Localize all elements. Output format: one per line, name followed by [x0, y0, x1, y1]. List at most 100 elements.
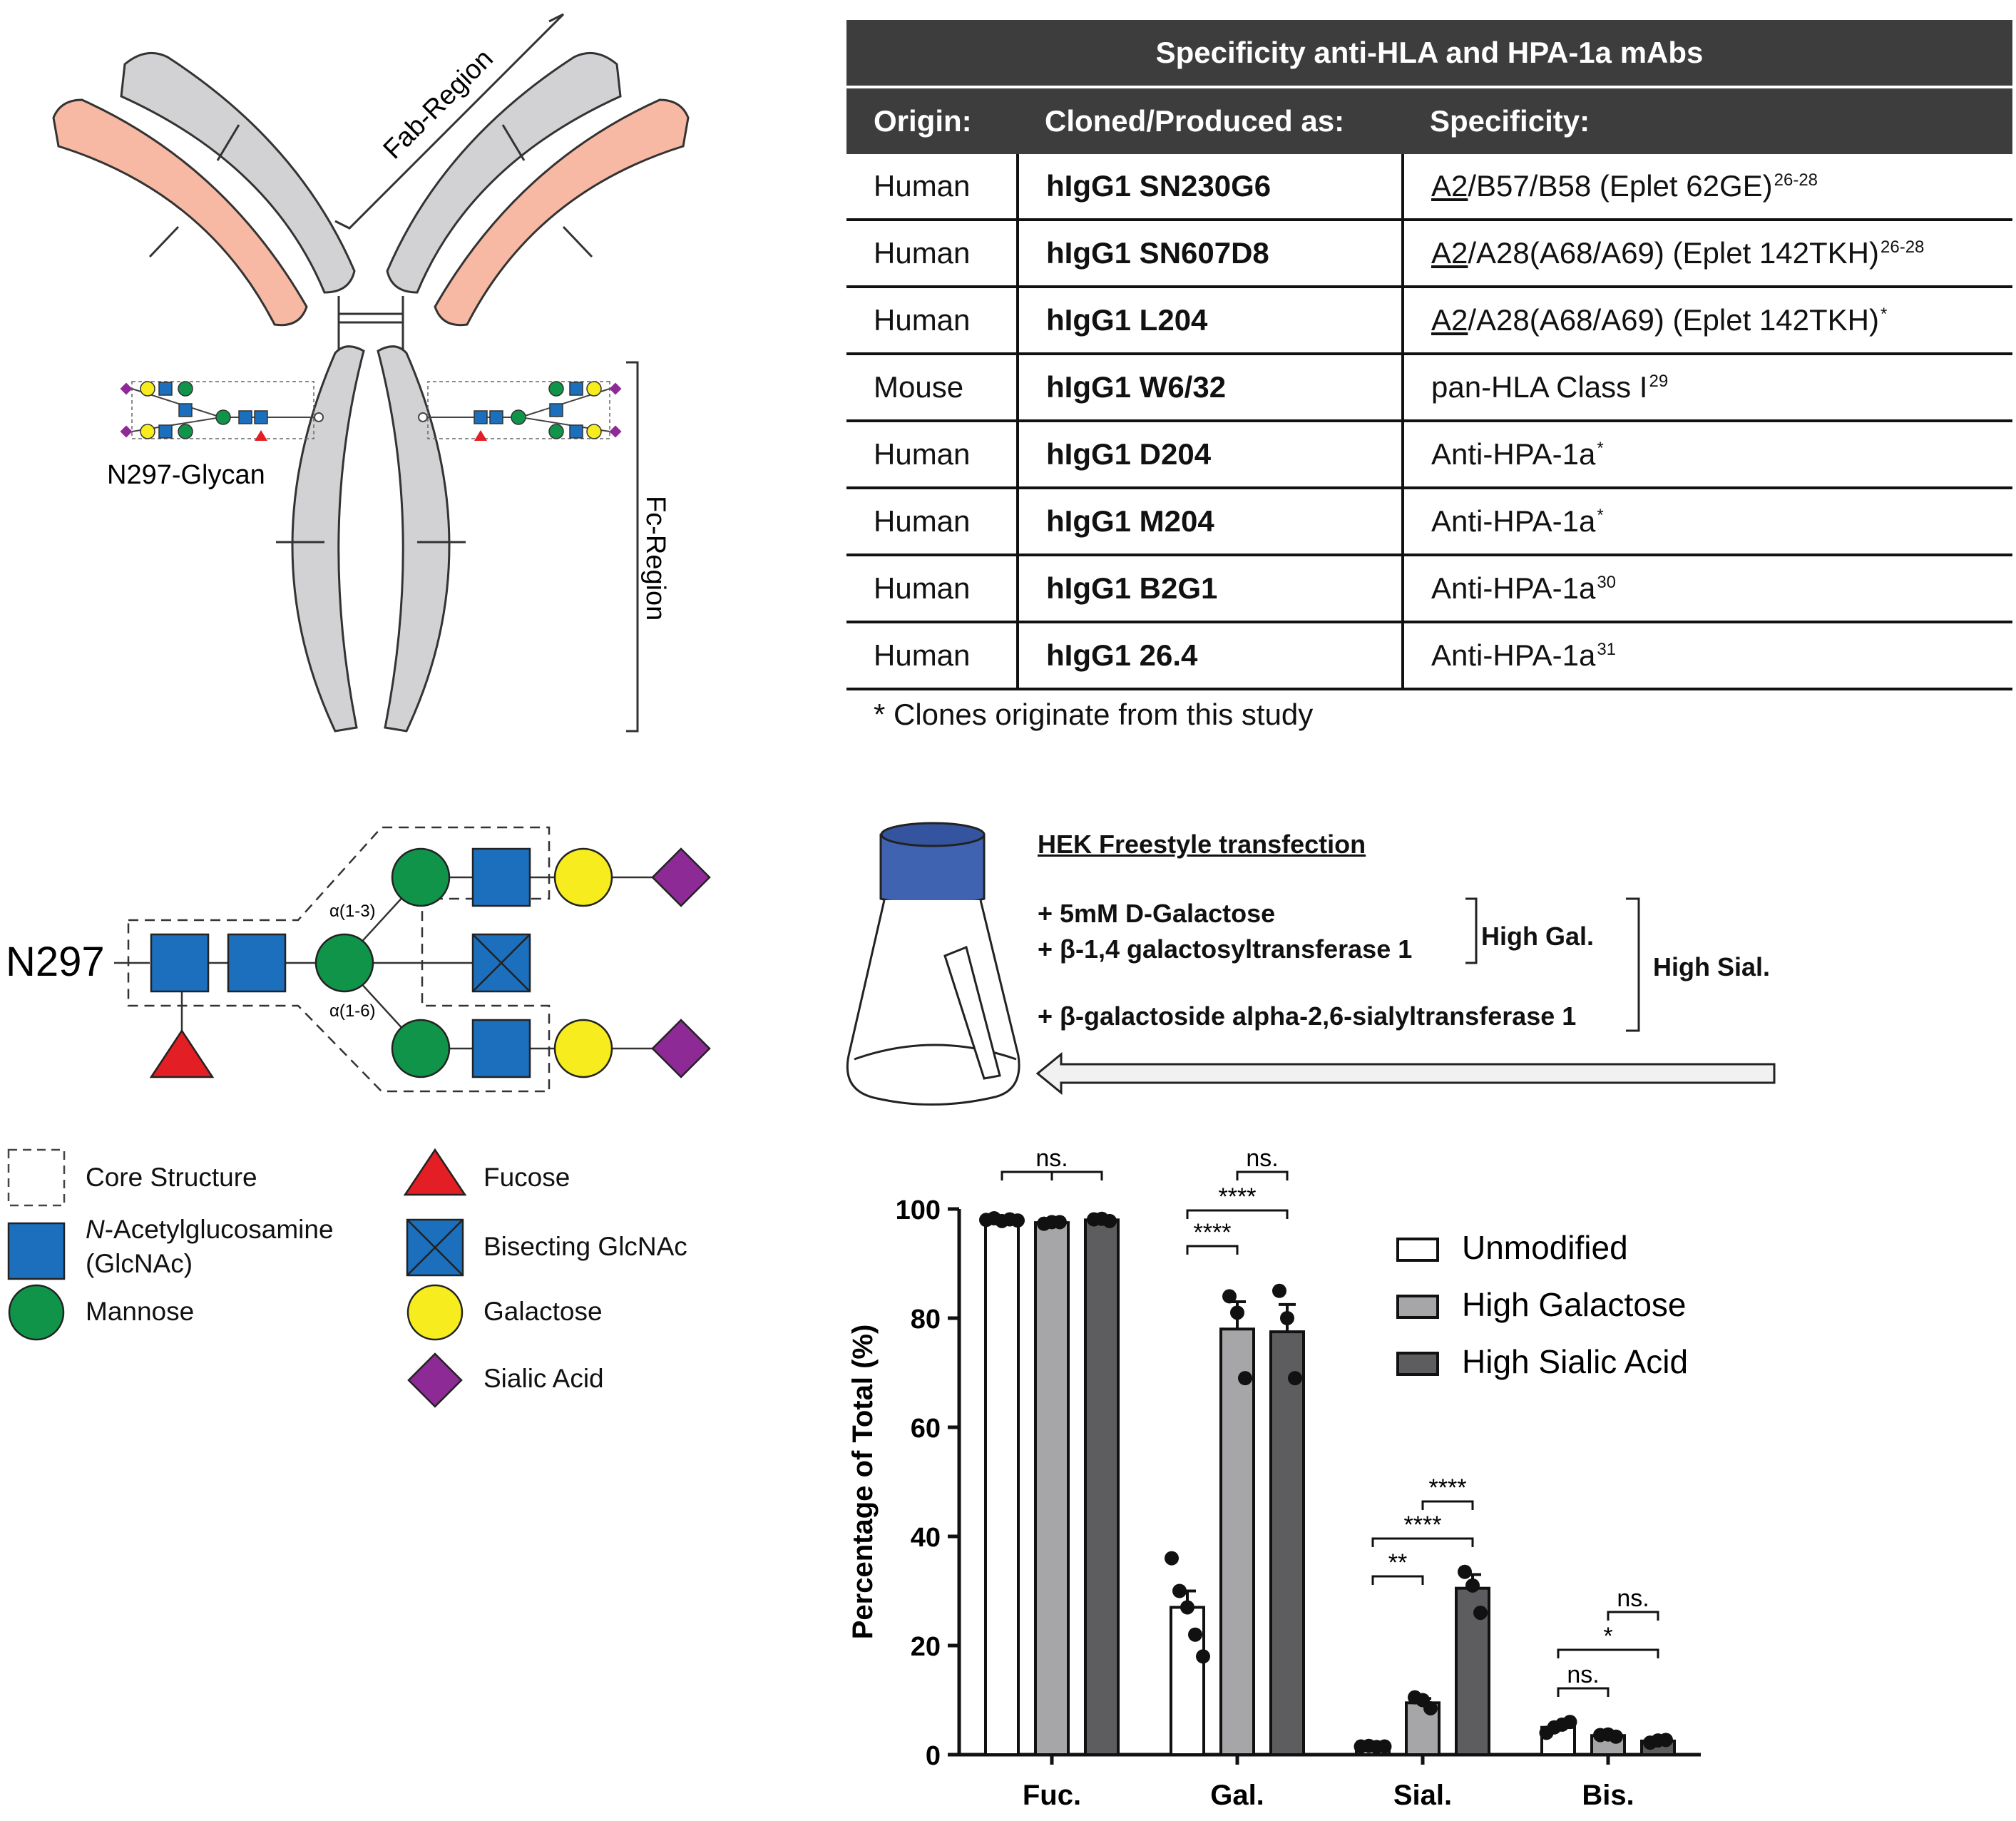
data-point	[1272, 1283, 1286, 1298]
reference-superscript: 26-28	[1881, 238, 1925, 257]
x-tick-label: Bis.	[1582, 1780, 1634, 1811]
sialic-acid-icon	[651, 1019, 711, 1078]
data-point	[1562, 1715, 1577, 1730]
data-point	[1659, 1733, 1673, 1748]
data-point	[1423, 1700, 1438, 1715]
cell-clone: hIgG1 M204	[1016, 488, 1403, 556]
legend-symbols	[7, 1148, 467, 1408]
legend-core-structure: Core Structure	[86, 1163, 257, 1192]
fc-bracket	[626, 361, 639, 733]
legend-galactose: Galactose	[483, 1297, 603, 1326]
data-point	[1165, 1551, 1179, 1566]
sialic-acid-legend-icon	[407, 1352, 463, 1408]
bisecting-glcnac-legend-icon	[406, 1218, 464, 1277]
cell-clone: hIgG1 L204	[1016, 287, 1403, 355]
bar	[1034, 1221, 1070, 1756]
significance-label: ****	[1194, 1219, 1232, 1246]
legend-mannose: Mannose	[86, 1297, 195, 1326]
bar	[1219, 1327, 1255, 1756]
flask-pipette-icon	[943, 945, 1001, 1080]
table-footnote: * Clones originate from this study	[874, 698, 1314, 731]
legend-swatch	[1396, 1295, 1439, 1319]
reference-superscript: 30	[1597, 573, 1617, 592]
significance-label: ****	[1429, 1474, 1467, 1501]
significance-label: ns.	[1617, 1585, 1649, 1612]
legend-label: High Galactose	[1462, 1286, 1687, 1323]
table-title: Specificity anti-HLA and HPA-1a mAbs	[846, 20, 2012, 88]
reference-superscript: 29	[1649, 372, 1669, 391]
significance-bracket	[1371, 1575, 1424, 1585]
specificity-text: /A28(A68/A69) (Eplet 142TKH)	[1468, 303, 1879, 337]
y-tick-label: 40	[911, 1523, 941, 1553]
protocol-title: HEK Freestyle transfection	[1038, 830, 1366, 859]
col-header-origin: Origin:	[846, 87, 1018, 154]
glcnac-icon	[150, 933, 210, 993]
specificity-text: /B57/B58 (Eplet 62GE)	[1468, 169, 1773, 203]
y-tick-label: 60	[911, 1414, 941, 1444]
x-tick-label: Gal.	[1210, 1780, 1264, 1811]
x-tick-label: Sial.	[1393, 1780, 1452, 1811]
specificity-underlined: A2	[1431, 169, 1468, 203]
data-point	[1196, 1649, 1210, 1664]
bar	[984, 1218, 1020, 1757]
bar	[1084, 1218, 1120, 1757]
legend-label: High Sialic Acid	[1462, 1343, 1688, 1380]
data-point	[1180, 1600, 1194, 1615]
specificity-text: pan-HLA Class I	[1431, 370, 1648, 404]
reference-superscript: 31	[1597, 640, 1617, 659]
alpha16-label: α(1-6)	[329, 1001, 376, 1021]
significance-label: ****	[1404, 1511, 1442, 1539]
significance-bracket	[1421, 1500, 1474, 1510]
galactose-icon	[553, 847, 613, 907]
cell-origin: Human	[846, 154, 1018, 221]
protocol-step-galactose: + 5mM D-Galactose	[1038, 899, 1276, 928]
significance-label: ns.	[1567, 1661, 1599, 1688]
antibody-diagram: Fab-Region Fc-Region	[52, 13, 690, 733]
bisecting-glcnac-icon	[471, 933, 531, 993]
alpha13-label: α(1-3)	[329, 902, 376, 921]
legend-swatch	[1396, 1352, 1439, 1376]
legend-glcnac-line2: (GlcNAc)	[86, 1249, 193, 1278]
data-point	[1230, 1305, 1244, 1320]
cell-clone: hIgG1 26.4	[1016, 622, 1403, 690]
mannose-icon	[391, 1019, 451, 1078]
reference-superscript: *	[1597, 506, 1604, 525]
cell-origin: Human	[846, 555, 1018, 623]
reference-superscript: 26-28	[1774, 170, 1818, 190]
fab-light-right	[434, 98, 690, 327]
fc-region-label: Fc-Region	[640, 496, 670, 621]
x-tick-label: Fuc.	[1023, 1780, 1081, 1811]
y-axis-label: Percentage of Total (%)	[847, 1325, 879, 1640]
legend-sialic-acid: Sialic Acid	[483, 1364, 604, 1393]
significance-bracket	[1236, 1170, 1289, 1180]
significance-bracket	[1557, 1648, 1659, 1658]
specificity-text: Anti-HPA-1a	[1431, 437, 1596, 471]
data-point	[1458, 1564, 1472, 1579]
significance-bracket	[1186, 1245, 1239, 1255]
cell-specificity: A2/A28(A68/A69) (Eplet 142TKH)*	[1401, 287, 2012, 355]
fab-heavy-left	[120, 51, 356, 294]
high-sial-group-label: High Sial.	[1653, 952, 1771, 981]
mannose-icon	[391, 847, 451, 907]
data-point	[1465, 1578, 1480, 1593]
glcnac-legend-icon	[7, 1222, 66, 1280]
significance-label: **	[1388, 1549, 1407, 1576]
data-point	[1102, 1213, 1117, 1228]
legend-swatch	[1396, 1238, 1439, 1262]
specificity-underlined: A2	[1431, 303, 1468, 337]
cell-clone: hIgG1 B2G1	[1016, 555, 1403, 623]
col-header-clone: Cloned/Produced as:	[1018, 87, 1403, 154]
col-header-specificity: Specificity:	[1403, 87, 2012, 154]
fc-chain-left	[291, 345, 365, 733]
core-structure-outline	[127, 826, 551, 1093]
glcnac-icon	[471, 847, 531, 907]
cell-specificity: A2/B57/B58 (Eplet 62GE)26-28	[1401, 154, 2012, 221]
reference-superscript: *	[1881, 305, 1888, 324]
y-tick-label: 20	[911, 1632, 941, 1662]
direction-arrow	[1035, 1051, 1776, 1096]
y-tick-label: 0	[926, 1741, 941, 1771]
significance-bracket	[1186, 1209, 1289, 1219]
significance-label: *	[1603, 1623, 1612, 1650]
